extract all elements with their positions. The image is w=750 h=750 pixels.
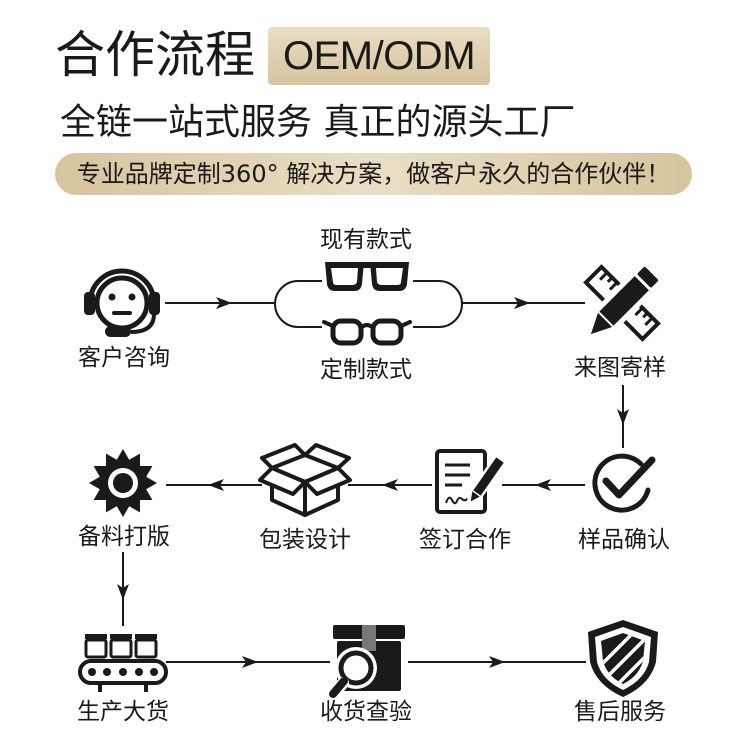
arrow-production-to-inspection: [166, 656, 330, 668]
arrow-sample-to-confirm: [617, 385, 629, 448]
step-label-inspection: 收货查验: [320, 699, 412, 725]
step-label-packaging: 包装设计: [259, 527, 351, 553]
arrow-styles-to-sample: [462, 297, 585, 309]
step-label-consult: 客户咨询: [78, 345, 170, 371]
arrow-materials-to-production: [117, 552, 129, 626]
pencil-ruler-icon: [583, 259, 666, 342]
step-label-contract: 签订合作: [419, 527, 511, 553]
slogan-banner: 专业品牌定制360° 解决方案，做客户永久的合作伙伴！: [55, 153, 692, 195]
box-inspection-icon: [325, 625, 405, 703]
eyeglasses-icon: [322, 316, 413, 348]
step-label-aftersales: 售后服务: [574, 699, 666, 725]
check-circle-icon: [592, 453, 656, 513]
arrow-inspection-to-aftersales: [408, 656, 586, 668]
arrow-confirm-to-contract: [502, 479, 585, 491]
connector-arrows: [117, 297, 629, 668]
step-label-sample: 来图寄样: [574, 355, 666, 381]
arrow-consult-to-styles: [165, 297, 275, 309]
step-label-materials: 备料打版: [78, 524, 170, 550]
arrow-packaging-to-materials: [166, 479, 262, 491]
page-title: 合作流程: [55, 26, 255, 84]
slogan-text: 专业品牌定制360° 解决方案，做客户永久的合作伙伴！: [76, 160, 671, 188]
step-label-production: 生产大货: [77, 699, 169, 725]
contract-sign-icon: [435, 449, 507, 514]
shield-icon: [588, 620, 658, 697]
badge-text: OEM/ODM: [282, 34, 476, 78]
conveyor-belt-icon: [78, 634, 168, 692]
oem-odm-badge: OEM/ODM: [268, 27, 490, 85]
gear-icon: [89, 449, 157, 517]
arrow-contract-to-packaging: [348, 479, 432, 491]
package-box-icon: [258, 443, 352, 517]
sunglasses-icon: [322, 259, 413, 294]
customer-service-icon: [84, 268, 160, 337]
page-subtitle: 全链一站式服务 真正的源头工厂: [60, 102, 576, 143]
style-option-existing-label: 现有款式: [320, 227, 412, 253]
step-label-confirm: 样品确认: [578, 527, 670, 553]
style-option-custom-label: 定制款式: [320, 357, 412, 383]
